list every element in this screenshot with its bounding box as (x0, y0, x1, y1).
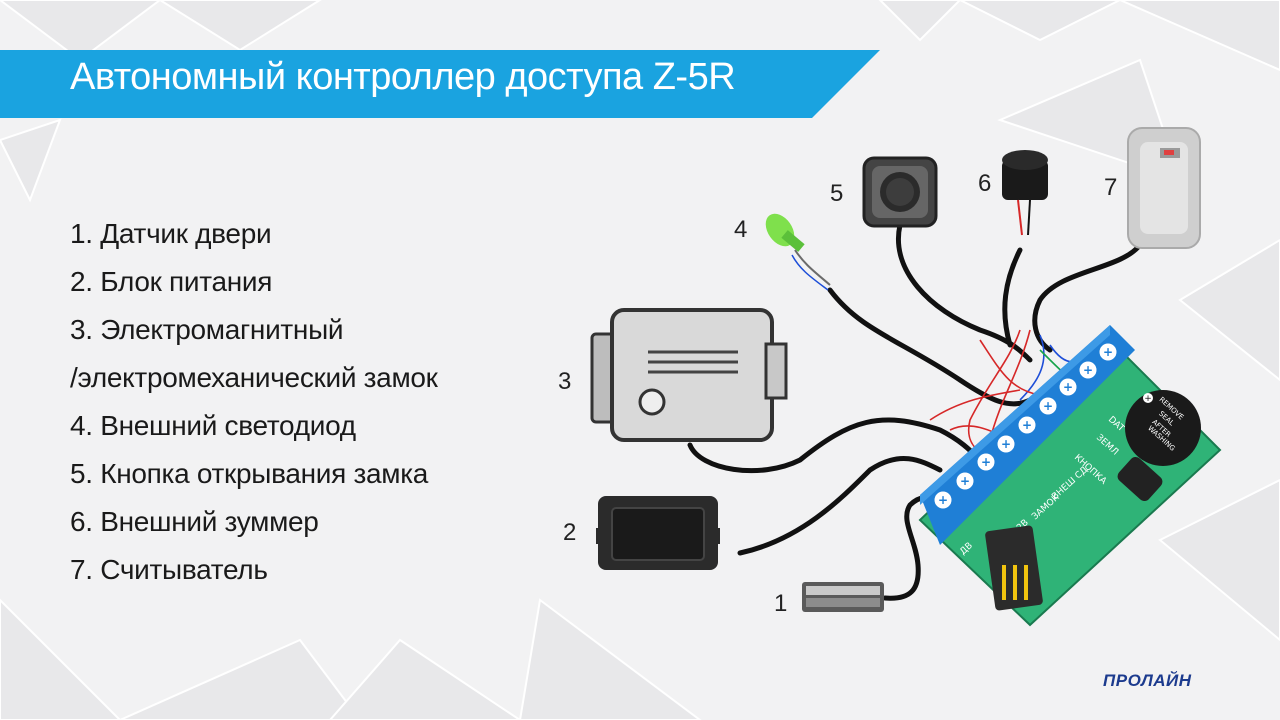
callout-1: 1 (774, 590, 788, 617)
legend-item: 3. Электромагнитный (70, 314, 344, 345)
power-supply (596, 496, 720, 570)
callout-7: 7 (1104, 174, 1118, 201)
callout-4: 4 (734, 216, 748, 243)
external-buzzer (1002, 150, 1048, 236)
legend-item: 2. Блок питания (70, 266, 273, 297)
legend-item: 5. Кнопка открывания замка (70, 458, 429, 489)
legend-item: 1. Датчик двери (70, 218, 272, 249)
controller-board: +++ +++ +++ ДВ +12В ЗАМОК ВНЕШ СД КНОПКА… (918, 325, 1222, 627)
wire-lock (687, 417, 983, 474)
svg-text:+: + (1043, 399, 1053, 413)
card-reader (1127, 127, 1201, 249)
svg-text:+: + (1063, 380, 1073, 394)
svg-text:+: + (1103, 345, 1113, 359)
svg-text:+: + (960, 474, 970, 488)
door-sensor (802, 582, 884, 612)
callout-3: 3 (558, 368, 572, 395)
svg-text:+: + (1022, 418, 1032, 432)
wire-button (896, 222, 1033, 363)
legend-item: 4. Внешний светодиод (70, 410, 356, 441)
wire-reader (1032, 242, 1143, 353)
lock (590, 308, 788, 442)
wire-led (827, 287, 1033, 407)
svg-text:+: + (938, 493, 948, 507)
legend-item: 6. Внешний зуммер (70, 506, 319, 537)
svg-text:+: + (1144, 394, 1152, 404)
legend-item: /электромеханический замок (70, 362, 438, 393)
exit-button (862, 156, 938, 228)
wire-buzzer (1002, 247, 1023, 348)
svg-text:+: + (1083, 363, 1093, 377)
brand-logo: ПРОЛАЙН (1103, 671, 1192, 690)
callout-2: 2 (563, 519, 577, 546)
external-led (765, 213, 831, 291)
title-banner (0, 50, 880, 118)
legend-list: 1. Датчик двери 2. Блок питания 3. Элект… (70, 210, 438, 594)
svg-text:+: + (981, 455, 991, 469)
callout-6: 6 (978, 170, 992, 197)
callout-5: 5 (830, 180, 844, 207)
wire-power (737, 455, 943, 556)
svg-text:+: + (1001, 437, 1011, 451)
page-title: Автономный контроллер доступа Z-5R (70, 56, 736, 98)
legend-item: 7. Считыватель (70, 554, 268, 585)
